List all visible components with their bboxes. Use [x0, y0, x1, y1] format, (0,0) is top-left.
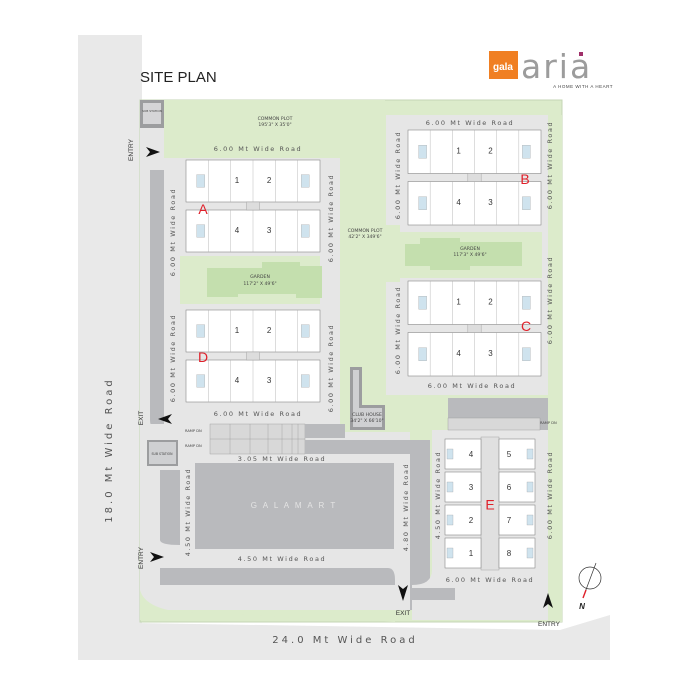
- ramp-label: RAMP DN: [185, 444, 202, 448]
- south-road: [78, 615, 610, 660]
- arrow-left-icon: [158, 414, 172, 424]
- unit-number: 4: [235, 376, 240, 385]
- block-letter: C: [521, 318, 531, 334]
- unit-number: 1: [235, 326, 240, 335]
- garden-left-name: GARDEN: [250, 274, 270, 280]
- club-house-size: 34'2" X 66'10": [350, 418, 383, 424]
- block-letter: A: [198, 201, 208, 217]
- building-block-c: 1 2 4 3 C: [407, 280, 542, 377]
- road-label: 6.00 Mt Wide Road: [394, 131, 402, 220]
- road-label: 6.00 Mt Wide Road: [546, 256, 554, 345]
- unit-number: 4: [456, 198, 461, 207]
- arrow-down-icon: [398, 585, 408, 601]
- garden-left-size: 117'2" X 49'6": [243, 281, 276, 287]
- unit-number: 3: [469, 483, 474, 492]
- garden-right: [405, 238, 522, 270]
- road-label: 6.00 Mt Wide Road: [394, 286, 402, 375]
- unit-number: 2: [267, 176, 272, 185]
- page-title: SITE PLAN: [140, 69, 217, 86]
- logo: gala aria A HOME WITH A HEART: [489, 47, 613, 89]
- entry-label: ENTRY: [128, 138, 135, 161]
- road-label: 6.00 Mt Wide Road: [327, 324, 335, 413]
- common-plot-top: [164, 100, 385, 158]
- road-label: 6.00 Mt Wide Road: [169, 188, 177, 277]
- west-road: [78, 35, 142, 660]
- road-label: 6.00 Mt Wide Road: [428, 382, 517, 390]
- garden-right-name: GARDEN: [460, 246, 480, 252]
- unit-number: 3: [267, 226, 272, 235]
- block-letter: B: [520, 171, 529, 187]
- unit-number: 1: [469, 549, 474, 558]
- road-label: 6.00 Mt Wide Road: [214, 410, 303, 418]
- road-label-west: 18.0 Mt Wide Road: [104, 377, 115, 522]
- logo-tagline: A HOME WITH A HEART: [553, 84, 613, 89]
- unit-number: 2: [488, 147, 493, 156]
- club-house-name: CLUB HOUSE: [352, 412, 382, 418]
- building-block-b: 1 2 4 3 B: [407, 129, 542, 226]
- unit-number: 3: [488, 198, 493, 207]
- road-label: 6.00 Mt Wide Road: [169, 314, 177, 403]
- gala-mart-label: G A L A M A R T: [251, 501, 337, 510]
- arrow-right-icon: [146, 147, 160, 157]
- unit-number: 8: [507, 549, 512, 558]
- sub-station-top-label: SUB STATION: [142, 109, 162, 113]
- common-plot-center-size: 42'2" X 349'6": [348, 234, 381, 240]
- unit-number: 1: [456, 298, 461, 307]
- unit-number: 4: [235, 226, 240, 235]
- unit-number: 6: [507, 483, 512, 492]
- garden-right-size: 117'3" X 49'6": [453, 252, 486, 258]
- road-label: 6.00 Mt Wide Road: [426, 119, 515, 127]
- road-label: 4.50 Mt Wide Road: [238, 555, 327, 563]
- common-plot-top-size: 195'3" X 35'0": [258, 122, 291, 128]
- ramp-label: RAMP DN: [540, 421, 557, 425]
- unit-number: 3: [267, 376, 272, 385]
- road-label: 6.00 Mt Wide Road: [546, 121, 554, 210]
- unit-number: 2: [469, 516, 474, 525]
- road-label-south: 24.0 Mt Wide Road: [272, 635, 417, 646]
- arrow-right-icon: [150, 552, 164, 562]
- road-label: 4.80 Mt Wide Road: [402, 463, 410, 552]
- exit-label: EXIT: [138, 411, 145, 425]
- unit-number: 4: [456, 349, 461, 358]
- unit-number: 7: [507, 516, 512, 525]
- arrow-up-icon: [543, 593, 553, 608]
- common-plot-center-name: COMMON PLOT: [348, 228, 383, 234]
- unit-number: 4: [469, 450, 474, 459]
- road-label: 6.00 Mt Wide Road: [546, 451, 554, 540]
- gala-mart: [195, 463, 394, 549]
- logo-name: aria: [521, 47, 592, 86]
- road-label: 4.50 Mt Wide Road: [184, 468, 192, 557]
- north-label: N: [579, 602, 585, 611]
- ramp-label: RAMP DN: [185, 429, 202, 433]
- unit-number: 1: [456, 147, 461, 156]
- unit-number: 2: [267, 326, 272, 335]
- compass-icon: [578, 562, 602, 599]
- block-letter: D: [198, 349, 208, 365]
- road-label: 6.00 Mt Wide Road: [327, 174, 335, 263]
- entry-label: ENTRY: [538, 621, 561, 628]
- road-label: 6.00 Mt Wide Road: [214, 145, 303, 153]
- building-block-e: 4 5 3 6 2 7 1 8 E: [444, 436, 536, 571]
- unit-number: 3: [488, 349, 493, 358]
- sub-station-left-label: SUB STATION: [152, 452, 174, 456]
- block-letter: E: [485, 497, 494, 513]
- unit-number: 5: [507, 450, 512, 459]
- entry-label: ENTRY: [138, 546, 145, 569]
- garden-left: [207, 262, 322, 298]
- common-plot-top-name: COMMON PLOT: [258, 116, 293, 122]
- unit-number: 1: [235, 176, 240, 185]
- road-label: 4.50 Mt Wide Road: [434, 451, 442, 540]
- road-label: 6.00 Mt Wide Road: [446, 576, 535, 584]
- exit-label: EXIT: [396, 610, 410, 617]
- logo-brand: gala: [493, 62, 513, 73]
- road-label: 3.05 Mt Wide Road: [238, 455, 327, 463]
- unit-number: 2: [488, 298, 493, 307]
- building-block-d: 1 2 4 3 D: [185, 309, 321, 403]
- building-block-a: 1 2 4 3 A: [185, 159, 321, 253]
